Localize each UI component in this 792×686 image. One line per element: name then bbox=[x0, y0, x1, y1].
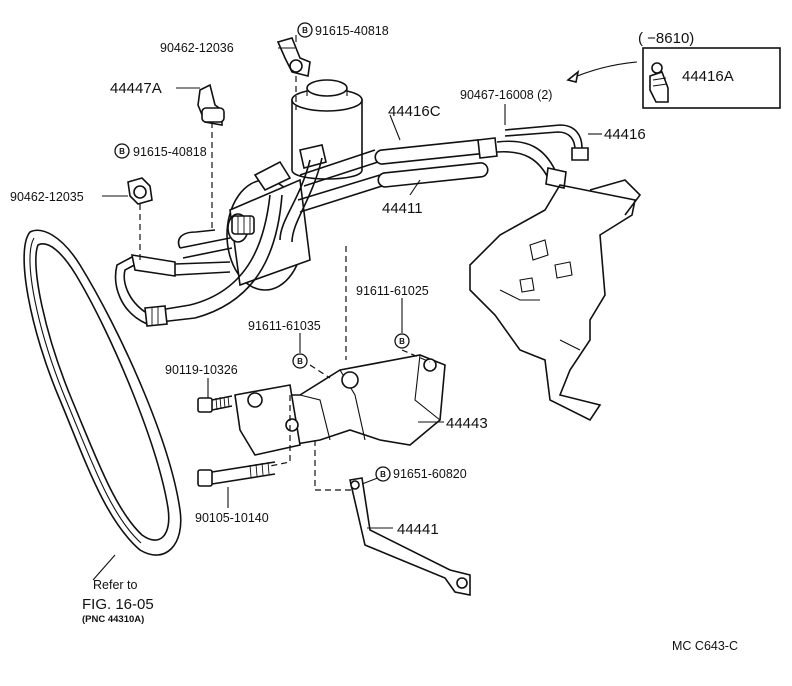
label-90467-16008: 90467-16008 (2) bbox=[460, 88, 552, 102]
label-44416: 44416 bbox=[604, 126, 646, 143]
label-91651-60820: 91651-60820 bbox=[393, 467, 467, 481]
bolt-90119-10326 bbox=[197, 395, 233, 413]
clamp-top bbox=[276, 37, 311, 77]
label-90462-12035: 90462-12035 bbox=[10, 190, 84, 204]
refer-line-2: FIG. 16-05 bbox=[82, 596, 154, 613]
clamp-44447A bbox=[197, 83, 225, 126]
pressure-hose bbox=[114, 144, 327, 327]
label-44441: 44441 bbox=[397, 521, 439, 538]
badge-b-91611-61035: B bbox=[292, 353, 308, 369]
svg-text:B: B bbox=[399, 337, 405, 346]
label-44443: 44443 bbox=[446, 415, 488, 432]
bolt-90105-10140 bbox=[197, 461, 276, 487]
label-44411: 44411 bbox=[382, 200, 423, 217]
svg-text:B: B bbox=[302, 26, 308, 35]
label-44416C: 44416C bbox=[388, 103, 441, 120]
svg-text:B: B bbox=[297, 357, 303, 366]
label-90462-12036: 90462-12036 bbox=[160, 41, 234, 55]
steering-gear-box bbox=[469, 179, 642, 422]
label-91615-40818-left: 91615-40818 bbox=[133, 145, 207, 159]
power-steering-pump bbox=[226, 160, 311, 291]
badge-b-91651-60820: B bbox=[375, 466, 391, 482]
badge-b-91611-61025: B bbox=[394, 333, 410, 349]
label-box-range: ( −8610) bbox=[638, 30, 694, 47]
return-tube bbox=[297, 124, 589, 213]
label-91611-61025: 91611-61025 bbox=[356, 284, 429, 298]
drive-belt bbox=[23, 229, 182, 556]
label-91615-40818-top: 91615-40818 bbox=[315, 24, 389, 38]
refer-line-3: (PNC 44310A) bbox=[82, 614, 144, 625]
label-91611-61035: 91611-61035 bbox=[248, 319, 321, 333]
inset-arrow bbox=[566, 61, 638, 83]
badge-b-top: B bbox=[297, 22, 313, 38]
svg-text:B: B bbox=[380, 470, 386, 479]
label-44447A: 44447A bbox=[110, 80, 162, 97]
leader-lines bbox=[92, 35, 602, 581]
inset-box bbox=[642, 47, 781, 109]
pump-bracket bbox=[234, 354, 446, 456]
refer-line-1: Refer to bbox=[93, 578, 138, 592]
label-44416A: 44416A bbox=[682, 68, 734, 85]
stay-44441 bbox=[349, 477, 471, 596]
clamp-left bbox=[127, 177, 153, 205]
badge-b-left: B bbox=[114, 143, 130, 159]
svg-text:B: B bbox=[119, 147, 125, 156]
label-90119-10326: 90119-10326 bbox=[165, 363, 238, 377]
diagram-code: MC C643-C bbox=[672, 639, 738, 653]
label-90105-10140: 90105-10140 bbox=[195, 511, 269, 525]
